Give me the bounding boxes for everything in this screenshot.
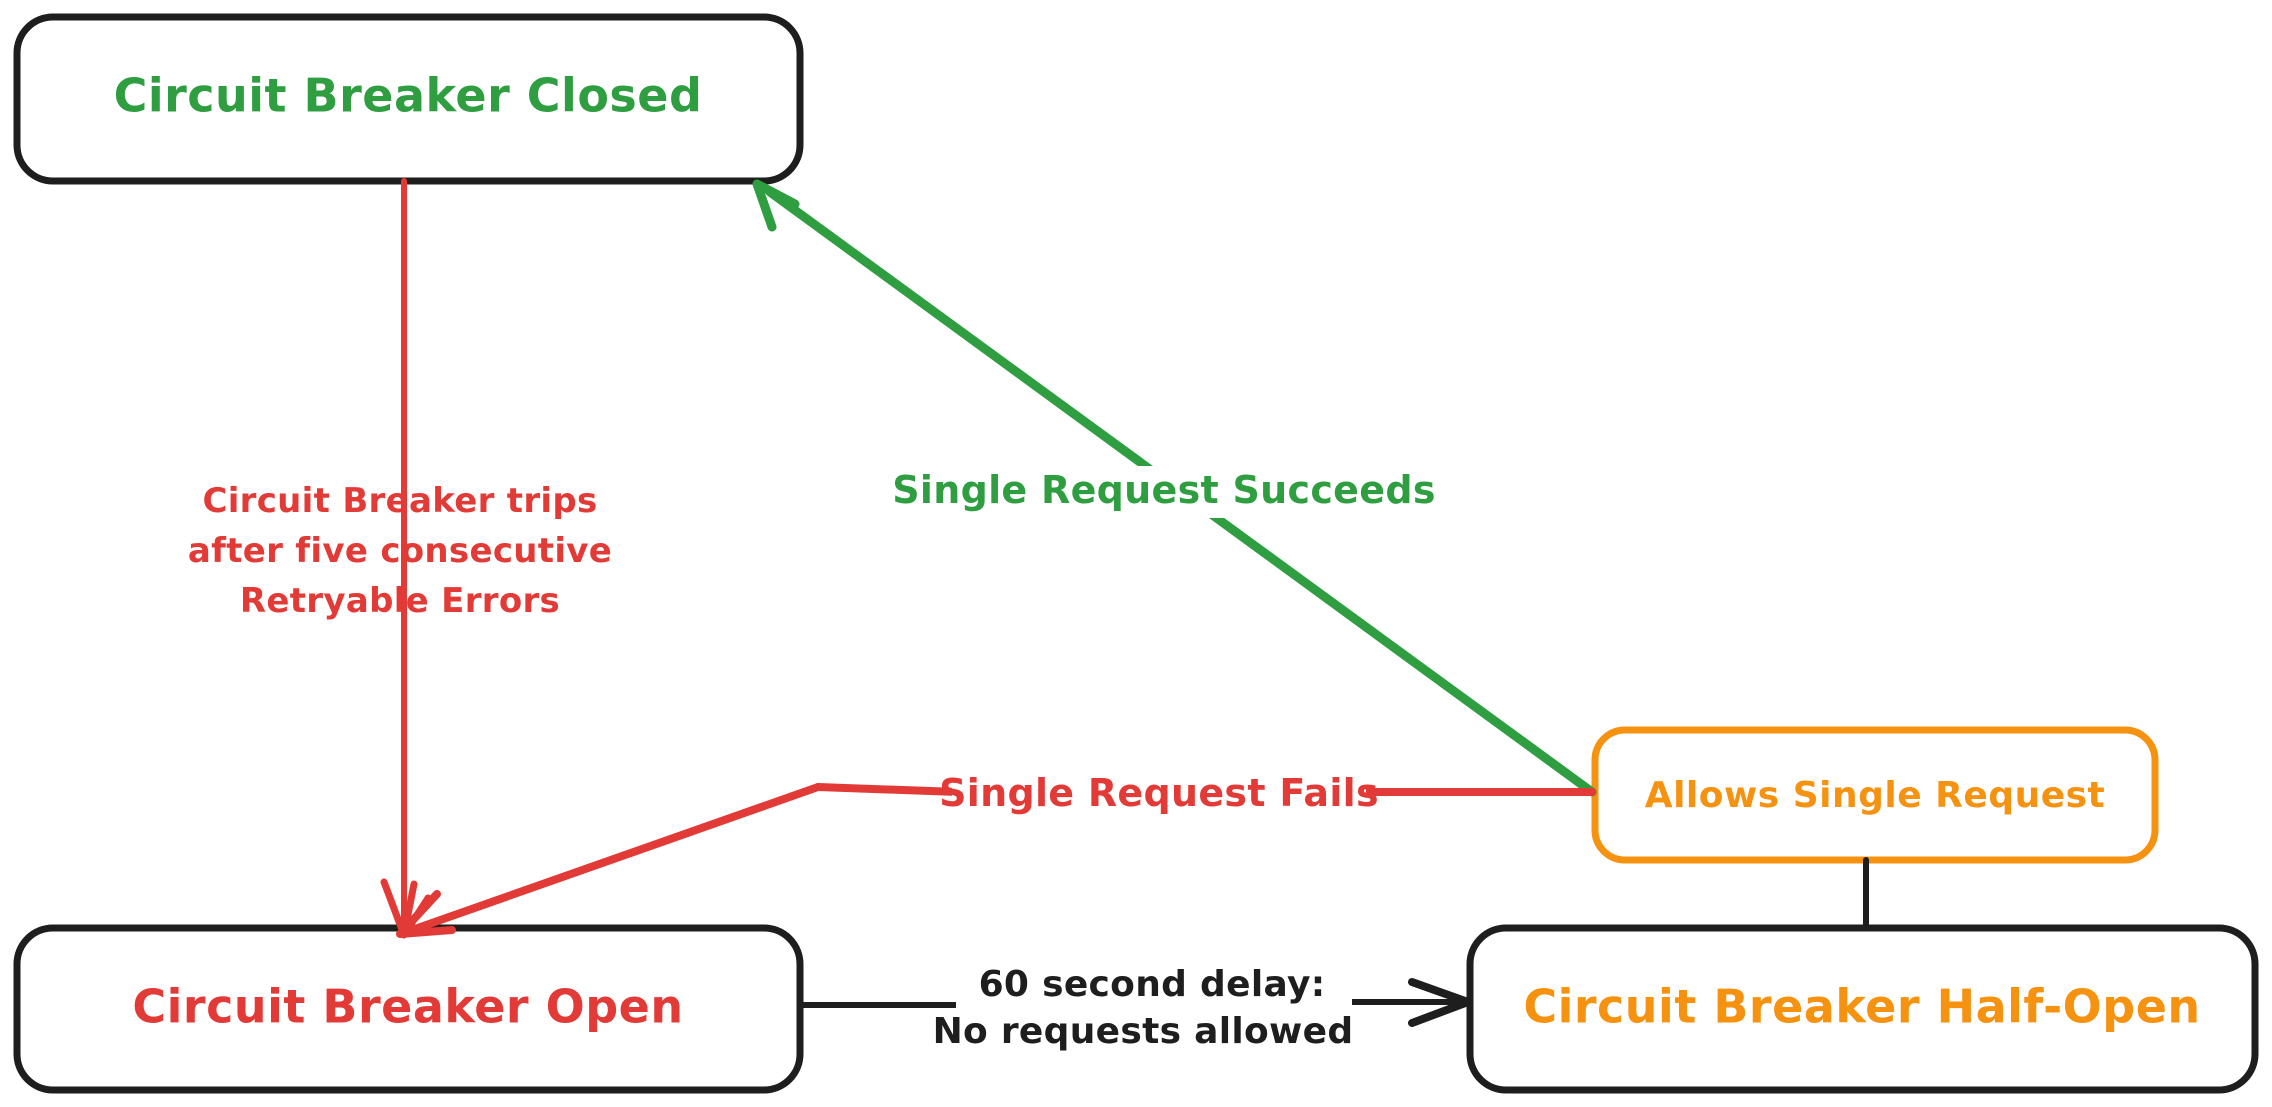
edge-arrowhead-succeeds xyxy=(752,179,800,232)
edge-label-delay-line-2: No requests allowed xyxy=(933,1011,1354,1052)
edge-label-succeeds-bg xyxy=(916,466,1422,518)
edge-label-delay-bg xyxy=(956,952,1352,1062)
edge-label-trip-line-1: Circuit Breaker trips xyxy=(202,481,597,521)
edge-allows-to-open-fails[interactable] xyxy=(396,783,1596,938)
edge-line-fails-left xyxy=(814,783,962,796)
edge-label-fails: Single Request Fails xyxy=(939,768,1379,820)
edge-open-to-half-open-delay[interactable] xyxy=(797,978,1472,1027)
node-box-half-open[interactable] xyxy=(1466,924,2259,1094)
edge-label-trip: Circuit Breaker trips after five consecu… xyxy=(188,481,612,621)
edge-label-delay: 60 second delay: No requests allowed xyxy=(933,952,1354,1062)
edge-label-trip-line-3: Retryable Errors xyxy=(240,581,560,621)
node-circuit-breaker-half-open[interactable]: Circuit Breaker Half-Open xyxy=(1466,924,2259,1094)
node-allows-single-request[interactable]: Allows Single Request xyxy=(1591,726,2159,864)
edge-label-fails-bg xyxy=(952,768,1366,820)
node-circuit-breaker-closed[interactable]: Circuit Breaker Closed xyxy=(13,13,804,185)
edge-label-succeeds-text: Single Request Succeeds xyxy=(892,468,1435,512)
edge-label-fails-text: Single Request Fails xyxy=(939,771,1379,815)
node-label-open: Circuit Breaker Open xyxy=(132,980,683,1034)
node-label-half-open: Circuit Breaker Half-Open xyxy=(1523,980,2200,1034)
edge-arrowhead-fails xyxy=(396,890,456,938)
edge-label-succeeds: Single Request Succeeds xyxy=(892,466,1435,518)
node-label-allows: Allows Single Request xyxy=(1645,775,2106,816)
edge-label-trip-line-2: after five consecutive xyxy=(188,531,612,571)
edge-line-fails-diagonal xyxy=(408,783,822,934)
node-box-closed[interactable] xyxy=(13,13,804,185)
edge-label-delay-line-1: 60 second delay: xyxy=(979,964,1326,1005)
node-circuit-breaker-open[interactable]: Circuit Breaker Open xyxy=(13,924,804,1094)
node-label-closed: Circuit Breaker Closed xyxy=(114,69,703,123)
edge-arrowhead-delay xyxy=(1408,978,1472,1027)
